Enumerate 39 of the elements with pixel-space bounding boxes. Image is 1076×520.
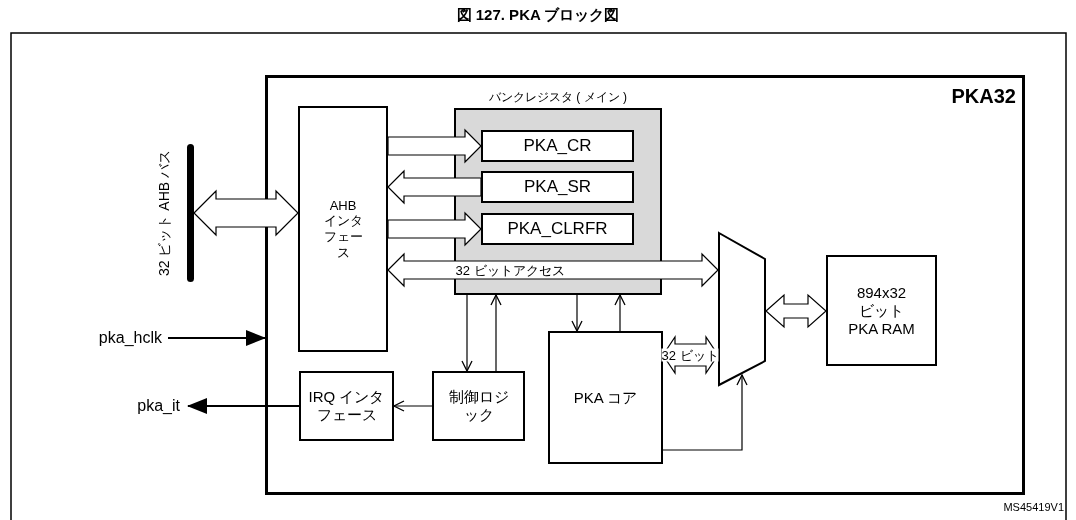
arrow: [187, 398, 300, 414]
box-label: 894x32 ビット PKA RAM: [847, 283, 916, 338]
arrow: [167, 330, 266, 346]
register-box: [481, 213, 634, 245]
arrow: [662, 374, 748, 451]
arrow: [461, 294, 473, 372]
register-box: [481, 130, 634, 162]
interface-box: [298, 106, 388, 352]
register-label: PKA_CR: [523, 135, 592, 157]
edge-label: 32 ビットアクセス: [455, 263, 565, 277]
block-arrow: [387, 211, 482, 247]
edge-label: 32 ビット: [661, 348, 719, 362]
box-label: IRQ インタフェース: [307, 388, 386, 424]
bus-label: 32 ビット AHB バス: [157, 150, 171, 276]
arrow: [614, 294, 626, 332]
register-label: PKA_CLRFR: [507, 218, 608, 240]
signal-label: pka_it: [110, 395, 180, 417]
register-label: PKA_SR: [523, 176, 592, 198]
logic-box: [432, 371, 525, 441]
block-title: PKA32: [951, 84, 1016, 108]
double-block-arrow: [765, 293, 827, 329]
core-box: [548, 331, 663, 464]
figure-title: 図 127. PKA ブロック図: [455, 6, 621, 24]
box-label: AHB インタフェース: [323, 197, 363, 261]
memory-box: [826, 255, 937, 366]
signal-label: pka_hclk: [90, 327, 162, 349]
double-block-arrow: [193, 189, 299, 237]
block-arrow: [387, 128, 482, 164]
bank-heading: バンクレジスタ ( メイン ): [488, 90, 628, 105]
block-arrow: [387, 169, 482, 205]
box-label: 制御ロジック: [447, 388, 510, 424]
double-block-arrow: [387, 252, 719, 288]
register-box: [481, 171, 634, 203]
arrow: [571, 294, 583, 332]
arrow: [393, 400, 433, 412]
arrow: [490, 294, 502, 372]
figure-id: MS45419V1: [1003, 501, 1064, 515]
box-label: PKA コア: [573, 388, 638, 407]
interface-box: [299, 371, 394, 441]
